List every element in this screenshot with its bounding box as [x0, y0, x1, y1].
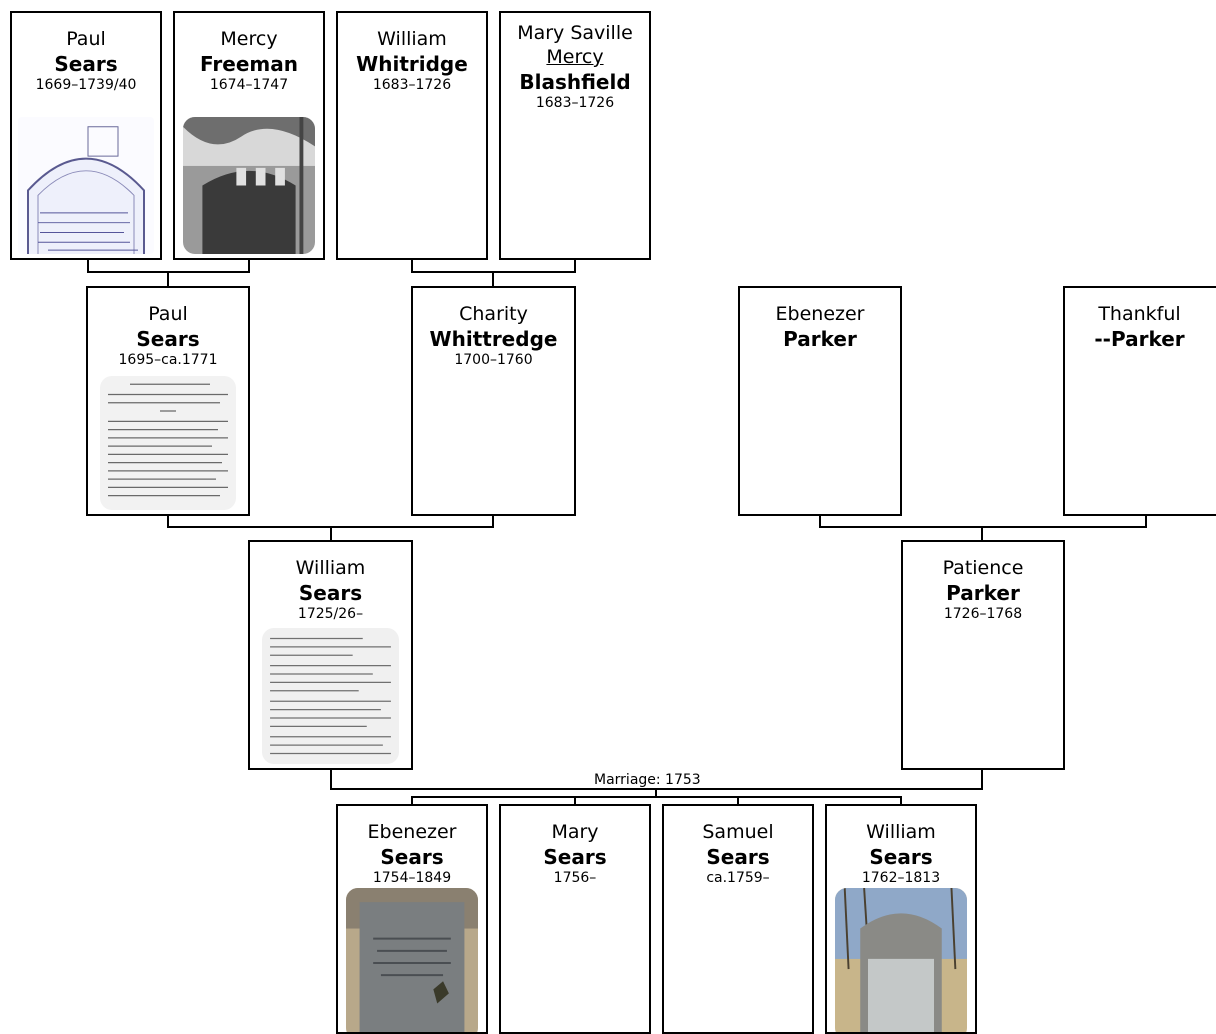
connector-line — [981, 526, 983, 542]
first-name: William — [295, 557, 366, 579]
connector-line — [981, 768, 983, 790]
last-name: Blashfield — [519, 70, 631, 94]
person-card-thankful-parker[interactable]: Thankful --Parker — [1063, 286, 1216, 516]
person-card-ebenezer-sears[interactable]: Ebenezer Sears 1754–1849 — [336, 804, 488, 1034]
headstone-photo-icon[interactable] — [835, 888, 967, 1032]
connector-line — [900, 796, 902, 806]
connector-line — [655, 788, 657, 798]
last-name: Sears — [54, 52, 118, 76]
marriage-label: Marriage: 1753 — [593, 772, 702, 788]
connector-line — [411, 796, 413, 806]
life-dates: 1762–1813 — [861, 870, 941, 886]
first-name: Charity — [459, 303, 528, 325]
life-dates: 1695–ca.1771 — [118, 352, 218, 368]
first-name: Mercy — [220, 28, 278, 50]
person-card-ebenezer-parker[interactable]: Ebenezer Parker — [738, 286, 902, 516]
last-name: Sears — [380, 845, 444, 869]
person-card-william-sears-jr[interactable]: William Sears 1762–1813 — [825, 804, 977, 1034]
person-card-william-sears[interactable]: William Sears 1725/26– — [248, 540, 413, 770]
connector-line — [737, 796, 739, 806]
person-card-mercy-freeman[interactable]: Mercy Freeman 1674–1747 — [173, 11, 325, 260]
connector-line — [492, 271, 494, 287]
connector-line — [87, 258, 89, 273]
person-card-mary-blashfield[interactable]: Mary Saville Mercy Blashfield 1683–1726 — [499, 11, 651, 260]
person-card-william-whitridge[interactable]: William Whitridge 1683–1726 — [336, 11, 488, 260]
person-card-patience-parker[interactable]: Patience Parker 1726–1768 — [901, 540, 1065, 770]
cemetery-photo-icon[interactable] — [183, 117, 315, 254]
connector-line — [492, 514, 494, 528]
connector-line — [574, 258, 576, 273]
last-name: Sears — [706, 845, 770, 869]
first-name: Paul — [66, 28, 106, 50]
connector-line — [248, 258, 250, 273]
document-scan-icon[interactable] — [262, 628, 399, 764]
connector-line — [1145, 514, 1147, 528]
first-name: Thankful — [1098, 303, 1181, 325]
document-scan-icon[interactable] — [100, 376, 236, 510]
last-name: Freeman — [200, 52, 298, 76]
first-name: William — [377, 28, 447, 50]
alternate-name: Mercy — [546, 46, 604, 68]
connector-line — [330, 526, 332, 542]
first-name: Samuel — [702, 821, 774, 843]
last-name: Whitridge — [356, 52, 468, 76]
person-card-paul-sears-sr[interactable]: Paul Sears 1669–1739/40 — [10, 11, 162, 260]
connector-line — [819, 526, 1147, 528]
life-dates: 1683–1726 — [535, 95, 615, 111]
person-card-mary-sears[interactable]: Mary Sears 1756– — [499, 804, 651, 1034]
connector-line — [411, 258, 413, 273]
life-dates: 1754–1849 — [372, 870, 452, 886]
headstone-photo-icon[interactable] — [346, 888, 478, 1032]
life-dates: 1756– — [553, 870, 597, 886]
connector-line — [411, 796, 902, 798]
life-dates: 1674–1747 — [209, 77, 289, 93]
life-dates: 1683–1726 — [372, 77, 452, 93]
last-name: Sears — [543, 845, 607, 869]
last-name: Parker — [946, 581, 1020, 605]
first-name: Ebenezer — [367, 821, 457, 843]
gravestone-sketch-icon[interactable] — [18, 117, 154, 254]
last-name: Sears — [869, 845, 933, 869]
life-dates: 1726–1768 — [943, 606, 1023, 622]
life-dates: 1700–1760 — [454, 352, 533, 368]
life-dates: 1669–1739/40 — [35, 77, 137, 93]
first-name: Paul — [148, 303, 188, 325]
first-name: Mary Saville — [517, 22, 633, 44]
last-name: Sears — [136, 327, 200, 351]
last-name: Sears — [298, 581, 363, 605]
last-name: --Parker — [1094, 327, 1185, 351]
first-name: Patience — [942, 557, 1024, 579]
person-card-paul-sears-jr[interactable]: Paul Sears 1695–ca.1771 — [86, 286, 250, 516]
connector-line — [819, 514, 821, 528]
connector-line — [330, 768, 332, 790]
first-name: William — [866, 821, 936, 843]
person-card-charity-whittredge[interactable]: Charity Whittredge 1700–1760 — [411, 286, 576, 516]
first-name: Mary — [551, 821, 599, 843]
connector-line — [167, 271, 169, 287]
first-name: Ebenezer — [775, 303, 865, 325]
connector-line — [167, 514, 169, 528]
connector-line — [574, 796, 576, 806]
life-dates: ca.1759– — [706, 870, 770, 886]
person-card-samuel-sears[interactable]: Samuel Sears ca.1759– — [662, 804, 814, 1034]
last-name: Whittredge — [429, 327, 558, 351]
life-dates: 1725/26– — [297, 606, 364, 622]
last-name: Parker — [783, 327, 857, 351]
